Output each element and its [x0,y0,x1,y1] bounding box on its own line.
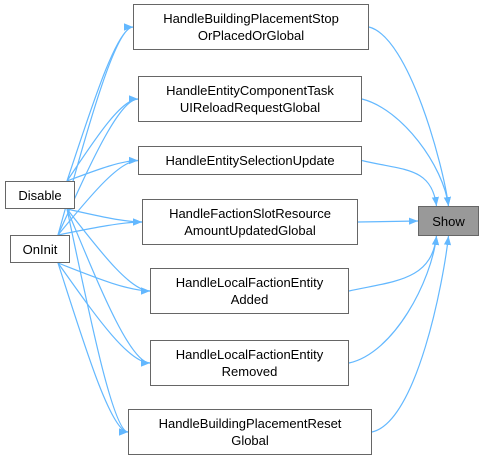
edge-disable-to-local_removed [66,208,151,367]
node-disable-line-0: Disable [18,187,62,203]
node-show-line-0: Show [432,213,465,229]
node-handle-local-faction-entity-removed[interactable]: HandleLocalFactionEntity Removed [150,340,349,386]
node-handle-entity-component-task[interactable]: HandleEntityComponentTask UIReloadReques… [138,76,362,122]
node-faction-slot-line-0: HandleFactionSlotResource [169,206,331,221]
node-local-added-line-1: Added [230,292,269,307]
node-local-removed-line-1: Removed [221,364,278,379]
node-placement-reset-line-1: Global [231,433,269,448]
node-local-removed-line-0: HandleLocalFactionEntity [175,347,324,362]
edge-oninit-to-local_removed [57,262,151,367]
node-component-task-line-1: UIReloadRequestGlobal [179,100,321,115]
node-show: Show [418,206,479,236]
node-disable[interactable]: Disable [5,181,75,209]
node-oninit-line-0: OnInit [22,241,58,257]
edge-selection_update-to-show [361,159,439,207]
node-oninit[interactable]: OnInit [10,235,70,263]
edge-disable-to-placement_reset [66,208,129,436]
edge-oninit-to-selection_update [57,156,139,236]
edge-oninit-to-placement_reset [57,262,129,436]
node-handle-local-faction-entity-added[interactable]: HandleLocalFactionEntity Added [150,268,349,314]
edge-local_added-to-show [348,235,440,292]
node-local-added-line-0: HandleLocalFactionEntity [175,275,324,290]
edge-oninit-to-faction_slot [57,218,143,236]
edge-oninit-to-component_task [57,95,139,236]
node-selection-update-line-0: HandleEntitySelectionUpdate [165,153,335,168]
node-placement-reset-line-0: HandleBuildingPlacementReset [158,416,342,431]
node-handle-entity-selection-update[interactable]: HandleEntitySelectionUpdate [138,146,362,175]
node-handle-faction-slot-resource[interactable]: HandleFactionSlotResource AmountUpdatedG… [142,199,358,245]
node-component-task-line-0: HandleEntityComponentTask [166,83,334,98]
edge-faction_slot-to-show [357,217,419,225]
node-placement-stop-line-1: OrPlacedOrGlobal [197,28,305,43]
edge-local_removed-to-show [348,235,440,364]
edge-component_task-to-show [361,98,451,207]
edge-disable-to-placement_stop [66,23,134,182]
node-handle-building-placement-stop[interactable]: HandleBuildingPlacementStop OrPlacedOrGl… [133,4,369,50]
edge-placement_reset-to-show [371,235,452,433]
node-faction-slot-line-1: AmountUpdatedGlobal [184,223,316,238]
node-handle-building-placement-reset[interactable]: HandleBuildingPlacementReset Global [128,409,372,455]
edge-placement_stop-to-show [368,26,451,207]
edge-oninit-to-local_added [57,262,151,295]
node-placement-stop-line-0: HandleBuildingPlacementStop [163,11,339,26]
